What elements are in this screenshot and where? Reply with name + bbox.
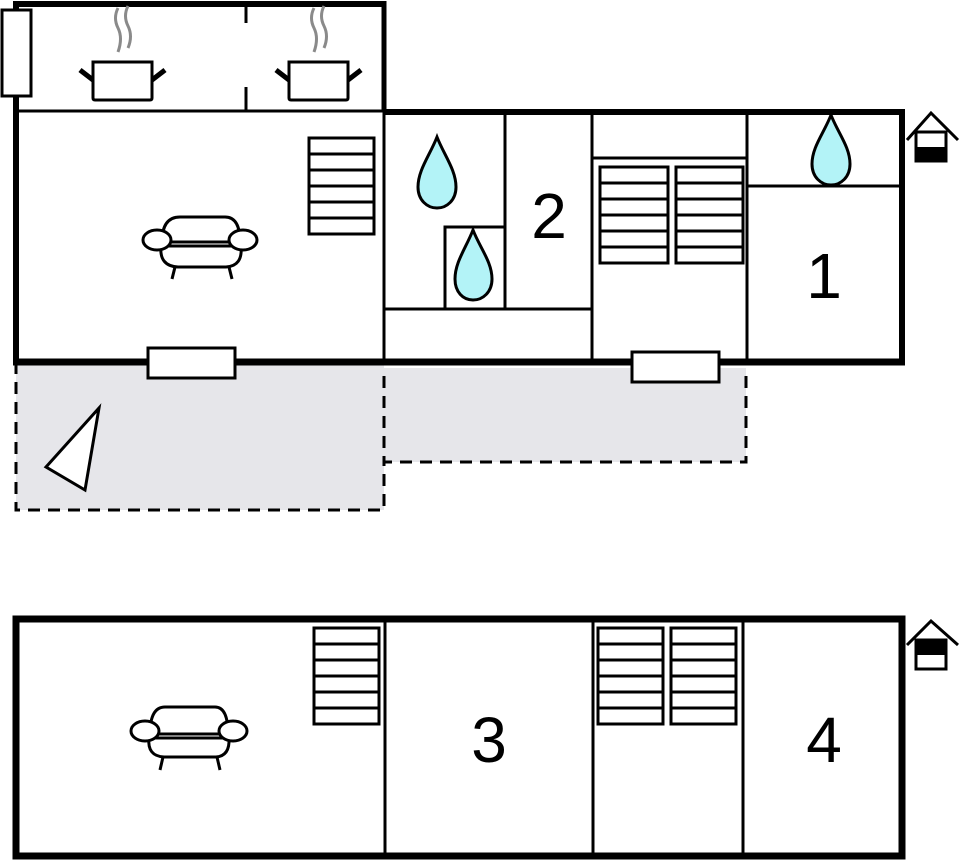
stairs-icon [312,626,381,726]
room-label-2: 2 [531,180,567,252]
floor-indicator-upper-icon [905,618,959,671]
terrace [14,362,748,512]
room-label-1: 1 [806,240,842,312]
ground-floor [0,1,905,384]
water-drop-icon [810,110,852,187]
water-drop-icon [453,225,494,302]
cooking-pot-icon [78,5,167,102]
sofa-icon [129,705,249,771]
cooking-pot-icon [274,5,363,102]
room-label-3: 3 [471,704,507,776]
water-drop-icon [416,132,458,210]
stairs-icon [596,626,738,726]
stairs-icon [307,136,376,236]
stairs-icon [598,165,745,265]
parasol-icon [43,403,102,493]
sofa-icon [141,215,259,280]
room-label-4: 4 [806,704,842,776]
floor-indicator-ground-icon [905,110,960,163]
